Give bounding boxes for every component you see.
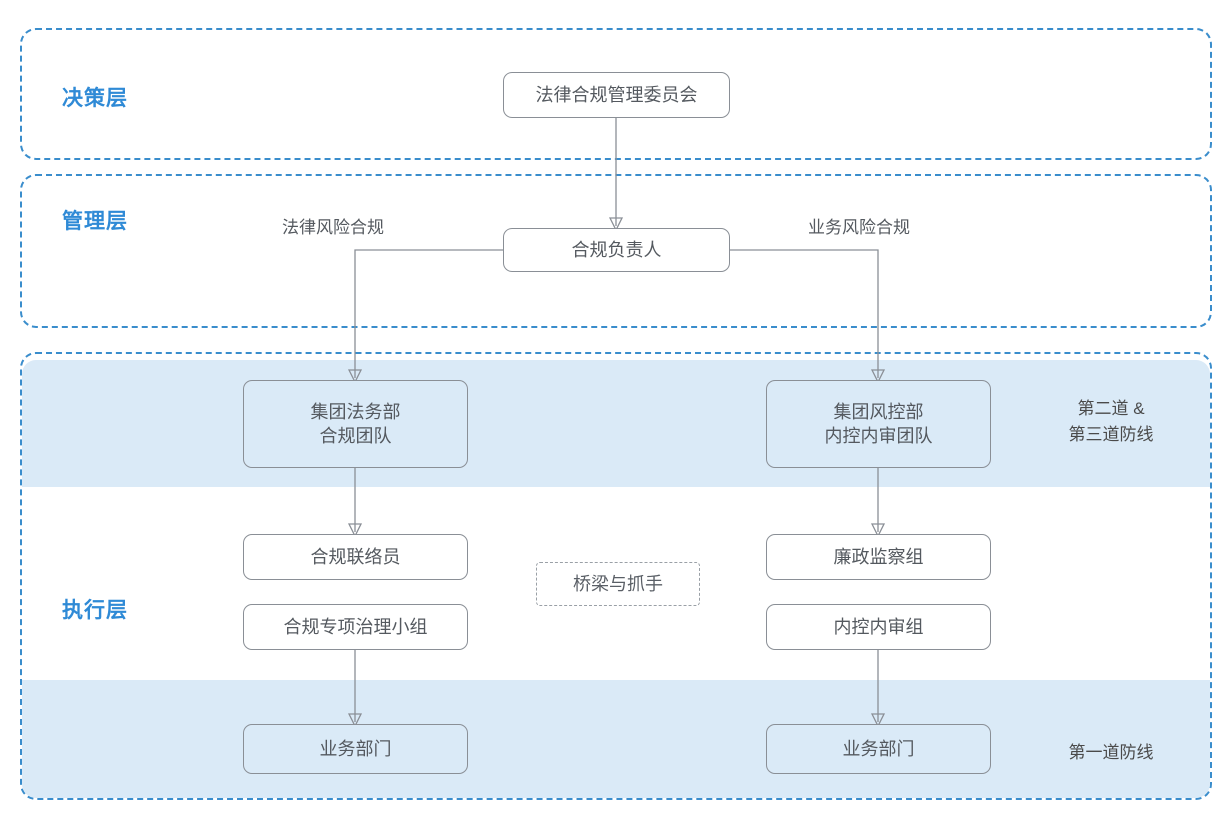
node-business-left[interactable]: 业务部门 [243, 724, 468, 774]
layer-decision-title: 决策层 [62, 87, 128, 110]
node-legal-dept[interactable]: 集团法务部 合规团队 [243, 380, 468, 468]
edge-label-business-risk: 业务风险合规 [808, 218, 910, 237]
node-bridge[interactable]: 桥梁与抓手 [536, 562, 700, 606]
layer-execution [20, 352, 1212, 800]
node-special-group[interactable]: 合规专项治理小组 [243, 604, 468, 650]
node-risk-dept[interactable]: 集团风控部 内控内审团队 [766, 380, 991, 468]
band-second-third-line [22, 360, 1210, 487]
node-committee[interactable]: 法律合规管理委员会 [503, 72, 730, 118]
node-compliance-head[interactable]: 合规负责人 [503, 228, 730, 272]
node-business-right[interactable]: 业务部门 [766, 724, 991, 774]
node-audit-group[interactable]: 内控内审组 [766, 604, 991, 650]
band-first-line [22, 680, 1210, 798]
layer-execution-title: 执行层 [62, 599, 128, 622]
band-label-second-third-line: 第二道 & 第三道防线 [1068, 399, 1154, 445]
band-label-first-line: 第一道防线 [1068, 743, 1154, 762]
node-liaison[interactable]: 合规联络员 [243, 534, 468, 580]
edge-label-legal-risk: 法律风险合规 [282, 218, 384, 237]
layer-management-title: 管理层 [62, 210, 128, 233]
node-integrity-group[interactable]: 廉政监察组 [766, 534, 991, 580]
